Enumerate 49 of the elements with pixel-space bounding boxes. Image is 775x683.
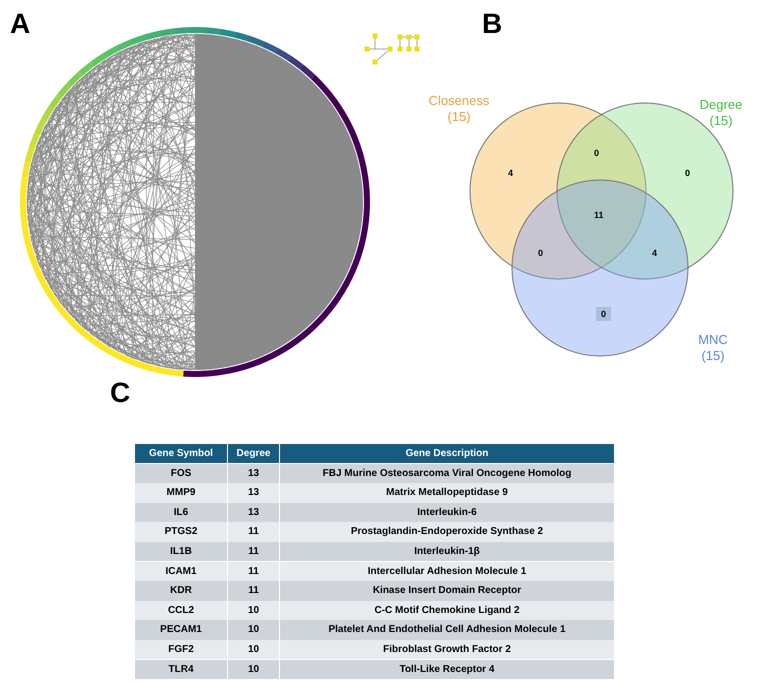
table-cell: 13 — [228, 483, 279, 503]
table-cell: Platelet And Endothelial Cell Adhesion Molecule 1 — [280, 620, 614, 640]
table-cell: 13 — [228, 502, 279, 522]
table-cell: 10 — [228, 660, 279, 679]
table-cell: PTGS2 — [135, 522, 227, 542]
panel-letter: A — [10, 8, 30, 40]
table-cell: Prostaglandin-Endoperoxide Synthase 2 — [280, 522, 614, 542]
table-cell: FBJ Murine Osteosarcoma Viral Oncogene Homolog — [280, 464, 614, 483]
region-count: 0 — [538, 248, 544, 258]
table-cell: 10 — [228, 600, 279, 620]
table-cell: 13 — [228, 464, 279, 483]
set-label: Degree (15) — [698, 97, 744, 129]
panel-letter: C — [110, 378, 130, 408]
table-cell: ICAM1 — [135, 562, 227, 581]
header-cell: Degree — [228, 444, 279, 464]
table-cell: C-C Motif Chemokine Ligand 2 — [280, 600, 614, 620]
table-cell: Interleukin-6 — [280, 502, 614, 522]
panel-letter: B — [482, 8, 502, 40]
table-cell: IL6 — [135, 502, 227, 522]
table-cell: Toll-Like Receptor 4 — [280, 660, 614, 679]
table-cell: TLR4 — [135, 660, 227, 679]
table-cell: Fibroblast Growth Factor 2 — [280, 640, 614, 660]
table-cell: 11 — [228, 542, 279, 562]
region-count: 0 — [685, 168, 690, 178]
region-count: 0 — [596, 307, 612, 321]
table-cell: MMP9 — [135, 483, 227, 503]
table-cell: IL1B — [135, 542, 227, 562]
region-count: 4 — [508, 168, 514, 178]
region-count: 0 — [594, 148, 600, 158]
table-cell: Interleukin-1β — [280, 542, 614, 562]
set-label: Closeness (15) — [428, 93, 490, 125]
region-count: 4 — [652, 248, 658, 258]
region-count: 11 — [594, 210, 604, 220]
table-cell: PECAM1 — [135, 620, 227, 640]
table-cell: KDR — [135, 581, 227, 601]
header-cell: Gene Symbol — [135, 444, 227, 464]
table-cell: FOS — [135, 464, 227, 483]
table-cell: FGF2 — [135, 640, 227, 660]
table-cell: 10 — [228, 620, 279, 640]
table-cell: Kinase Insert Domain Receptor — [280, 581, 614, 601]
table-cell: 11 — [228, 581, 279, 601]
header-cell: Gene Description — [280, 444, 614, 464]
table-cell: 10 — [228, 640, 279, 660]
set-label: MNC (15) — [697, 332, 729, 364]
table-cell: Intercellular Adhesion Molecule 1 — [280, 562, 614, 581]
table-cell: CCL2 — [135, 600, 227, 620]
table-cell: 11 — [228, 562, 279, 581]
table-cell: Matrix Metallopeptidase 9 — [280, 483, 614, 503]
table-cell: 11 — [228, 522, 279, 542]
